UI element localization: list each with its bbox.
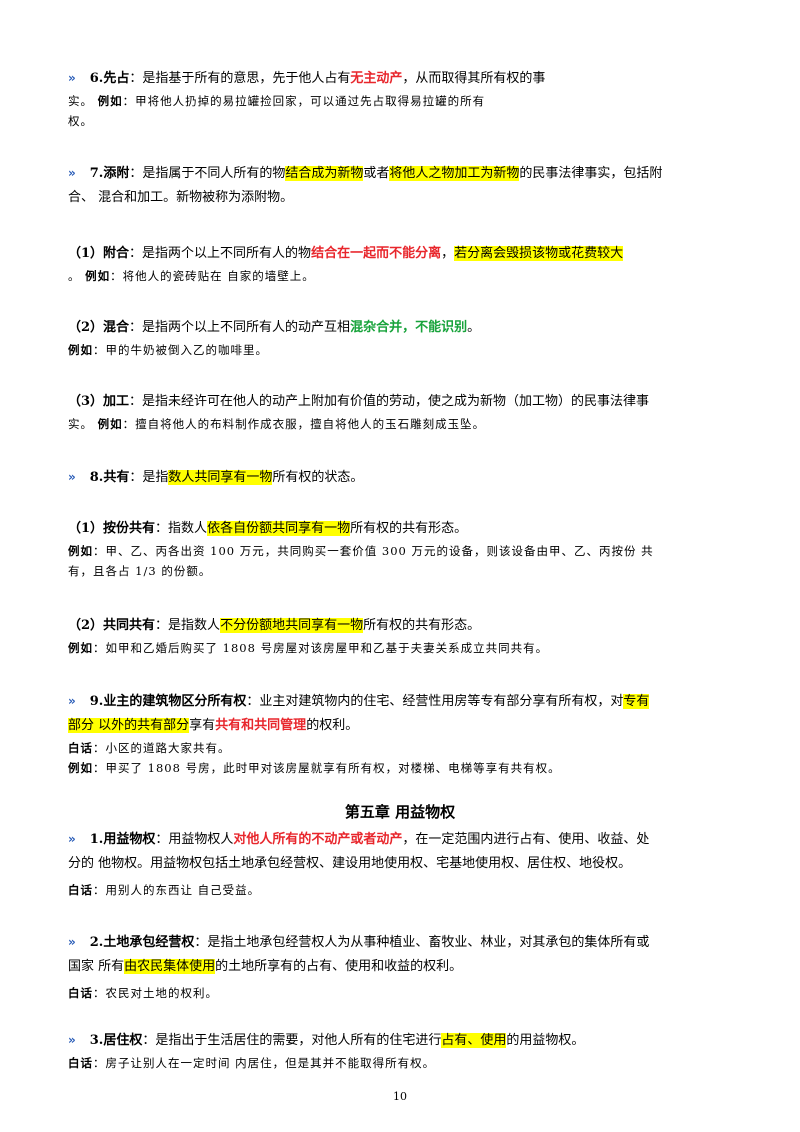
term-title: 9.业主的建筑物区分所有权: [89, 694, 247, 709]
chapter5-item-3: »3.居住权：是指出于生活居住的需要，对他人所有的住宅进行占有、使用的用益物权。…: [68, 1033, 585, 1070]
term-title: 2.土地承包经营权: [89, 935, 195, 950]
section-8-2: （2）共同共有：是指数人不分份额地共同享有一物所有权的共有形态。 例如：如甲和乙…: [68, 618, 549, 655]
section-6: »6.先占：是指基于所有的意思，先于他人占有无主动产，从而取得其所有权的事 实。…: [68, 71, 546, 128]
section-7: »7.添附：是指属于不同人所有的物结合成为新物或者将他人之物加工为新物的民事法律…: [68, 166, 663, 205]
term-title: 1.用益物权: [89, 832, 156, 847]
bullet-arrow-icon: »: [68, 470, 76, 484]
section-7-3: （3）加工：是指未经许可在他人的动产上附加有价值的劳动，使之成为新物（加工物）的…: [68, 394, 650, 431]
section-8-1: （1）按份共有：指数人依各自份额共同享有一物所有权的共有形态。 例如：甲、乙、丙…: [68, 521, 654, 578]
section-7-1: （1）附合：是指两个以上不同所有人的物结合在一起而不能分离，若分离会毁损该物或花…: [68, 246, 624, 283]
section-9: »9.业主的建筑物区分所有权：业主对建筑物内的住宅、经营性用房等专有部分享有所有…: [68, 694, 650, 775]
chapter-heading: 第五章 用益物权: [344, 803, 456, 821]
bullet-arrow-icon: »: [68, 935, 76, 949]
section-7-2: （2）混合：是指两个以上不同所有人的动产互相混杂合并，不能识别。 例如：甲的牛奶…: [68, 320, 481, 357]
bullet-arrow-icon: »: [68, 166, 76, 180]
term-title: 8.共有: [89, 470, 130, 485]
section-8: »8.共有：是指数人共同享有一物所有权的状态。: [68, 470, 364, 485]
bullet-arrow-icon: »: [68, 694, 76, 708]
term-title: 7.添附: [89, 166, 130, 181]
bullet-arrow-icon: »: [68, 71, 76, 85]
chapter5-item-1: »1.用益物权：用益物权人对他人所有的不动产或者动产，在一定范围内进行占有、使用…: [68, 832, 650, 897]
chapter5-item-2: »2.土地承包经营权：是指土地承包经营权人为从事种植业、畜牧业、林业，对其承包的…: [68, 935, 650, 1000]
term-title: 6.先占: [89, 71, 130, 86]
bullet-arrow-icon: »: [68, 832, 76, 846]
page-number: 10: [393, 1090, 407, 1103]
term-title: 3.居住权: [89, 1033, 143, 1048]
bullet-arrow-icon: »: [68, 1033, 76, 1047]
